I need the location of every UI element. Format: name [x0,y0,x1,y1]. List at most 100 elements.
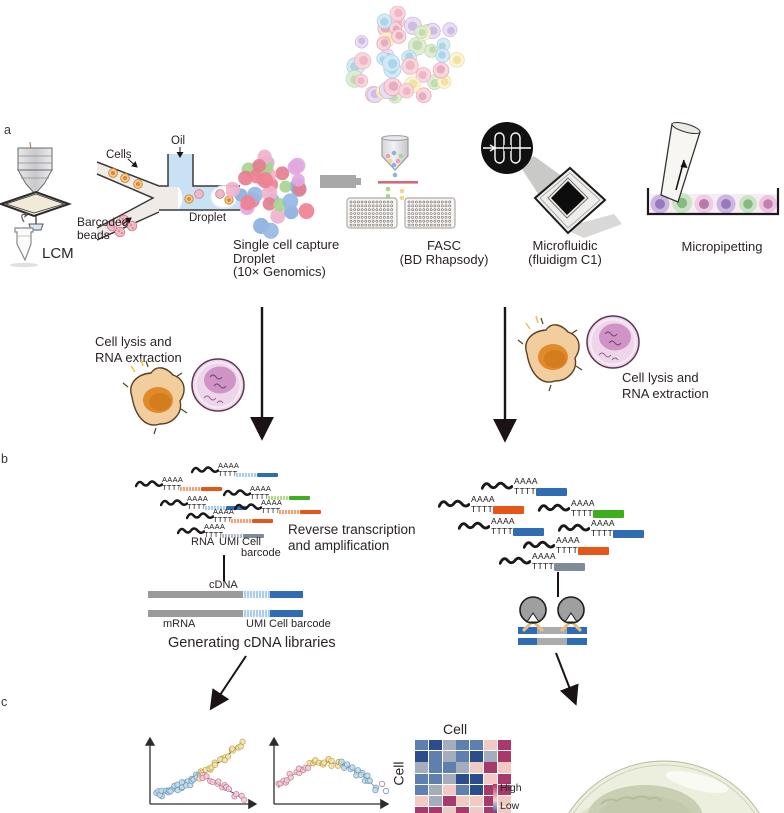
cells-in-channel-icon [108,168,143,189]
heatmap-cell [442,740,456,751]
heatmap-cell [428,740,442,751]
sorted-cells-icon [385,150,404,168]
heatmap-cell [415,773,428,784]
heatmap-cell [428,751,442,762]
heatmap-cell [456,784,470,796]
cells-annotation: Cells [106,149,132,161]
single-cell-result [545,756,784,813]
heatmap-legend-bar [493,784,497,811]
umi-label: UMI [219,536,240,548]
barcode-segment [613,530,644,538]
cell-cluster-icon [345,6,465,104]
micropipetting-label: Micropipetting [681,239,763,254]
heatmap-cell [483,784,497,796]
rna-squiggle-icon [499,556,531,565]
heatmap-cell [483,740,497,751]
heatmap-cell [456,740,470,751]
heatmap-cell [415,762,428,773]
micropipette-icon [646,121,780,216]
rna-squiggle-icon [558,523,590,532]
lcm-microscope-icon [0,141,73,268]
barcode-segment [513,528,544,536]
panel-label-b: b [1,452,8,466]
heatmap-cell [497,807,511,813]
heatmap-cell [497,784,511,796]
fasc-sorter-icon [320,135,456,229]
heatmap-cell [428,795,442,807]
barcode-segment [593,510,624,518]
heatmap-cell [415,795,428,807]
heatmap-cell [497,740,511,751]
heatmap-cell [456,751,470,762]
fasc-caption: FASC(BD Rhapsody) [399,238,489,267]
heatmap-grid [415,740,511,813]
heatmap-cell [428,773,442,784]
heatmap-cell [442,807,456,813]
heatmap-cell [497,795,511,807]
heatmap-cell [483,762,497,773]
barcode-segment [554,563,585,571]
barcode-segment [300,509,321,514]
umi-segment [235,472,257,477]
rna-squiggle-icon [234,502,262,510]
heatmap-cell [470,784,484,796]
heatmap-cell [428,762,442,773]
heatmap-cell [497,751,511,762]
dish-cells-icon [650,193,777,214]
droplet-junction-icon: Cells Oil Droplet Barcoded beads [77,135,240,242]
rna-squiggle-icon [458,521,490,530]
umi-segment [230,518,252,523]
heatmap-cell [470,773,484,784]
cell-heatmap: Cell Cell High Low [391,718,545,813]
microfluidic-chip-icon [481,122,622,238]
rna-label: RNA [191,536,215,548]
umi-segment [278,509,300,514]
microfluidic-caption: Microfluidic(fluidigm C1) [528,238,602,267]
amplification-enzymes-icon [518,596,587,645]
oocyte-icon [568,760,760,813]
rna-squiggle-icon [177,526,205,534]
cdna-label: cDNA [209,579,238,591]
heatmap-cell [415,751,428,762]
heatmap-cell [470,762,484,773]
heatmap-cell [497,762,511,773]
heatmap-cell [483,773,497,784]
barcode-segment [243,533,264,538]
umi-segment [267,495,289,500]
oil-annotation: Oil [171,135,185,147]
rna-squiggle-icon [523,540,555,549]
heatmap-cell [470,795,484,807]
lcm-label: LCM [42,245,74,262]
rna-squiggle-icon [186,511,214,519]
heatmap-cell [415,740,428,751]
barcode-segment [252,518,273,523]
lysed-cells-icon [122,358,245,435]
heatmap-cell [470,807,484,813]
umi-segment [221,533,243,538]
mrna-label: mRNA [163,618,196,630]
heatmap-cell [456,773,470,784]
rna-squiggle-icon [538,503,570,512]
barcode-segment [536,488,567,496]
rna-squiggle-icon [160,498,188,506]
heatmap-cell [456,795,470,807]
trajectory-plot-arc [268,736,390,810]
heatmap-cell [456,807,470,813]
heatmap-cell [456,762,470,773]
heatmap-cell [415,784,428,796]
rna-squiggle-icon [135,479,163,487]
cell-barcode-label-line1: Cell [242,536,261,548]
heatmap-cell [428,807,442,813]
